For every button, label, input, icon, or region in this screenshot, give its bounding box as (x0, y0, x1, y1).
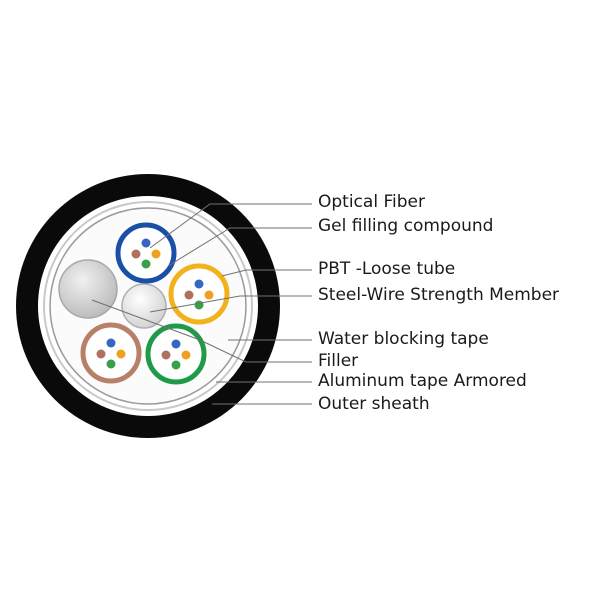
label-outer-sheath: Outer sheath (318, 394, 430, 414)
aluminum-tape-ring (43, 201, 253, 411)
label-gel-filling-compound: Gel filling compound (318, 216, 494, 236)
leader-filler (91, 299, 312, 363)
loose-tube-brown (80, 322, 142, 384)
leader-pbt-loose-tube (221, 269, 312, 277)
label-optical-fiber: Optical Fiber (318, 192, 425, 212)
label-filler: Filler (318, 351, 359, 371)
label-aluminum-tape-armored: Aluminum tape Armored (318, 371, 527, 391)
steel-wire-strength-member (121, 283, 167, 329)
filler (58, 259, 118, 319)
label-water-blocking-tape: Water blocking tape (318, 329, 489, 349)
leader-steel-wire (149, 295, 312, 313)
label-pbt-loose-tube: PBT -Loose tube (318, 259, 456, 279)
label-steel-wire-strength-member: Steel-Wire Strength Member (318, 285, 560, 305)
loose-tube-blue (115, 222, 177, 284)
loose-tube-orange (168, 263, 230, 325)
loose-tube-green (145, 323, 207, 385)
leader-optical-fiber (149, 203, 312, 249)
leader-gel-filling (167, 227, 312, 267)
